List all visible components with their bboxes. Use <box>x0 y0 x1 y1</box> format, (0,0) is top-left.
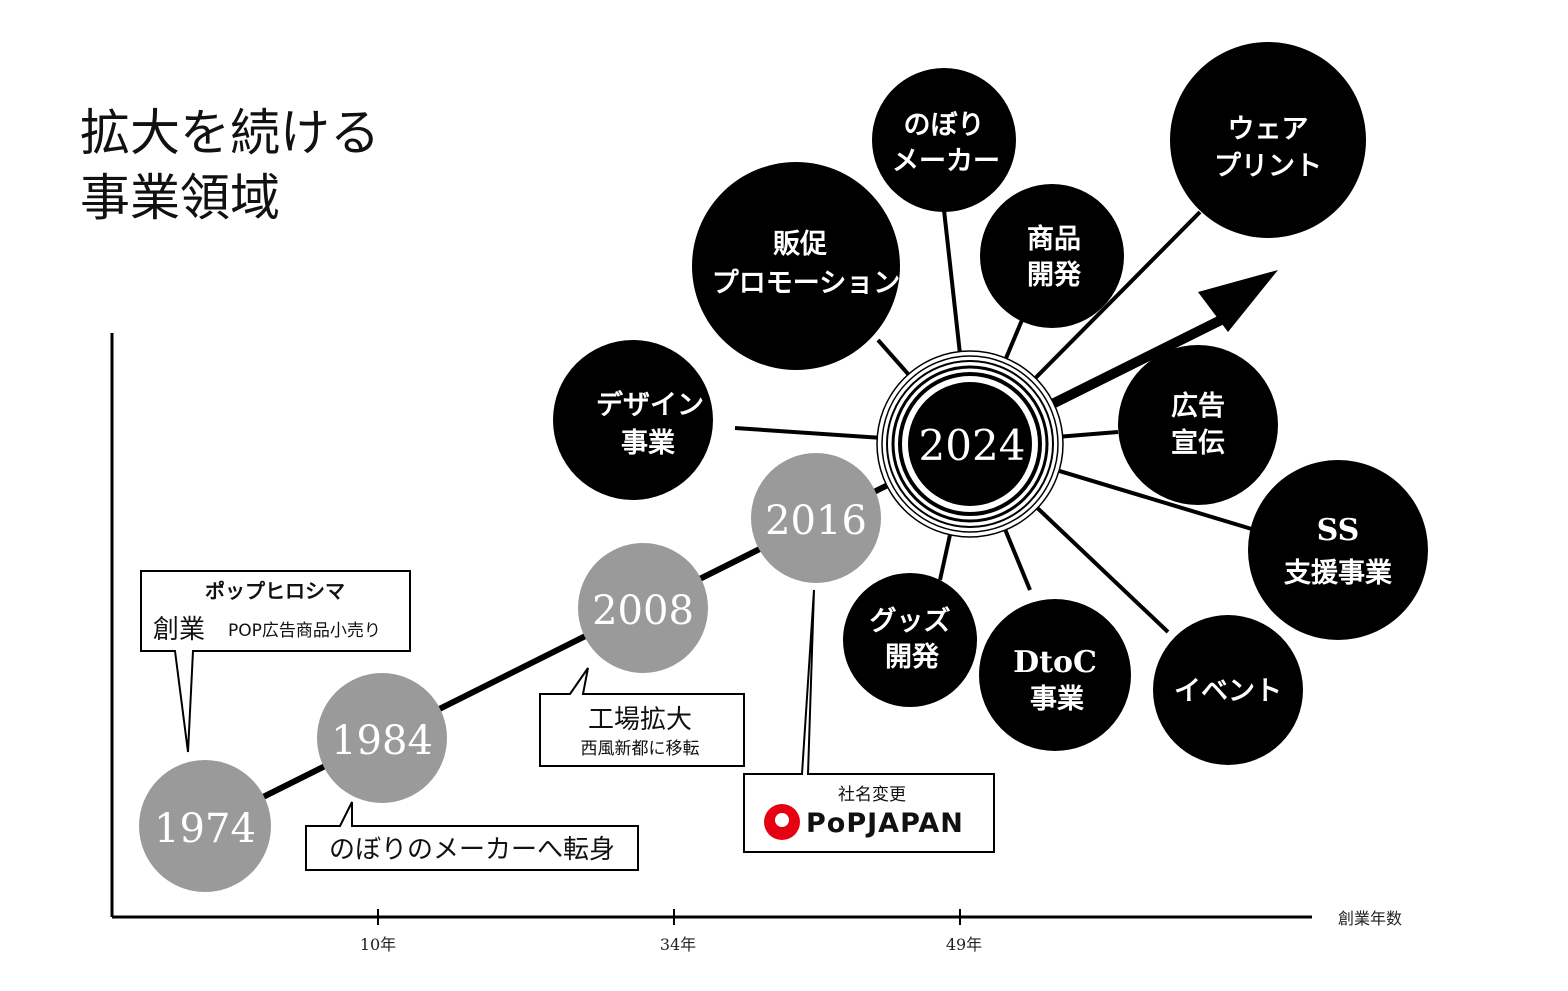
title-line-1: 拡大を続ける <box>80 104 380 162</box>
timeline-year-2008: 2008 <box>592 588 694 634</box>
bubble-advertising-line-1: 広告 <box>1171 390 1225 422</box>
factory-main: 工場拡大 <box>588 705 692 735</box>
bubble-event-line-1: イベント <box>1174 676 1282 707</box>
bubble-advertising <box>1118 345 1278 505</box>
bubble-design <box>553 340 713 500</box>
bubble-dtoc-line-2: 事業 <box>1030 684 1084 715</box>
banner-text: のぼりのメーカーへ転身 <box>329 835 615 865</box>
bubble-product-line-1: 商品 <box>1027 224 1081 255</box>
bubble-dtoc <box>979 599 1131 751</box>
tick-label-49: 49年 <box>946 935 982 954</box>
title-line-2: 事業領域 <box>80 169 280 227</box>
callout-factory: 工場拡大 西風新都に移転 <box>539 667 745 767</box>
bubble-ss <box>1248 460 1428 640</box>
bubble-goods <box>843 573 977 707</box>
bubble-nobori <box>872 68 1016 212</box>
bubble-design-line-2: 事業 <box>621 428 675 459</box>
center-node: 2024 <box>876 350 1064 538</box>
bubble-wear <box>1170 42 1366 238</box>
founding-sub: POP広告商品小売り <box>228 621 381 641</box>
bubble-nobori-line-1: のぼり <box>904 110 985 141</box>
rename-label: 社名変更 <box>838 785 906 805</box>
center-year: 2024 <box>919 421 1026 470</box>
bubble-product-line-2: 開発 <box>1027 260 1082 291</box>
bubble-ss-line-1: SS <box>1317 513 1360 548</box>
bubble-dtoc-line-1: DtoC <box>1013 645 1097 680</box>
tick-label-34: 34年 <box>660 935 696 954</box>
bubble-nobori-line-2: メーカー <box>892 146 1000 177</box>
bubble-ss-line-2: 支援事業 <box>1284 558 1392 589</box>
bubble-event <box>1153 615 1303 765</box>
timeline-node-1974 <box>139 760 271 892</box>
arrow-head-icon <box>1198 270 1278 332</box>
bubble-wear-line-1: ウェア <box>1228 114 1309 145</box>
x-axis-label: 創業年数 <box>1338 909 1402 928</box>
business-bubbles: デザイン 事業 販促 プロモーション のぼり メーカー 商品 開発 ウェア プリ… <box>553 42 1428 765</box>
bubble-wear-line-2: プリント <box>1214 151 1322 182</box>
factory-sub: 西風新都に移転 <box>581 739 700 759</box>
founding-logo: ポップヒロシマ <box>205 579 345 603</box>
callout-founding: ポップヒロシマ 創業 POP広告商品小売り <box>140 570 411 753</box>
bubble-promotion-line-2: プロモーション <box>712 268 900 299</box>
founding-main: 創業 <box>153 615 205 645</box>
timeline-node-2008 <box>578 543 708 673</box>
bubble-goods-line-1: グッズ <box>870 605 951 637</box>
bubble-promotion <box>692 162 900 370</box>
timeline: 1974 1984 2008 2016 <box>139 453 881 892</box>
bubble-advertising-line-2: 宣伝 <box>1171 427 1225 459</box>
timeline-year-1984: 1984 <box>331 718 433 764</box>
bubble-design-line-1: デザイン <box>596 389 704 421</box>
timeline-node-2016 <box>751 453 881 583</box>
timeline-node-1984 <box>317 673 447 803</box>
axes: 10年 34年 49年 創業年数 <box>110 333 1402 954</box>
timeline-year-1974: 1974 <box>154 806 256 852</box>
bubble-promotion-line-1: 販促 <box>773 229 827 260</box>
rename-logo: PoPJAPAN <box>806 808 964 839</box>
tick-label-10: 10年 <box>360 935 396 954</box>
timeline-year-2016: 2016 <box>765 498 867 544</box>
center-circle <box>908 382 1032 506</box>
callout-rename: 社名変更 PoPJAPAN <box>743 589 995 853</box>
bubble-goods-line-2: 開発 <box>885 642 940 673</box>
callout-banner: のぼりのメーカーへ転身 <box>305 801 639 871</box>
bubble-product <box>980 184 1124 328</box>
